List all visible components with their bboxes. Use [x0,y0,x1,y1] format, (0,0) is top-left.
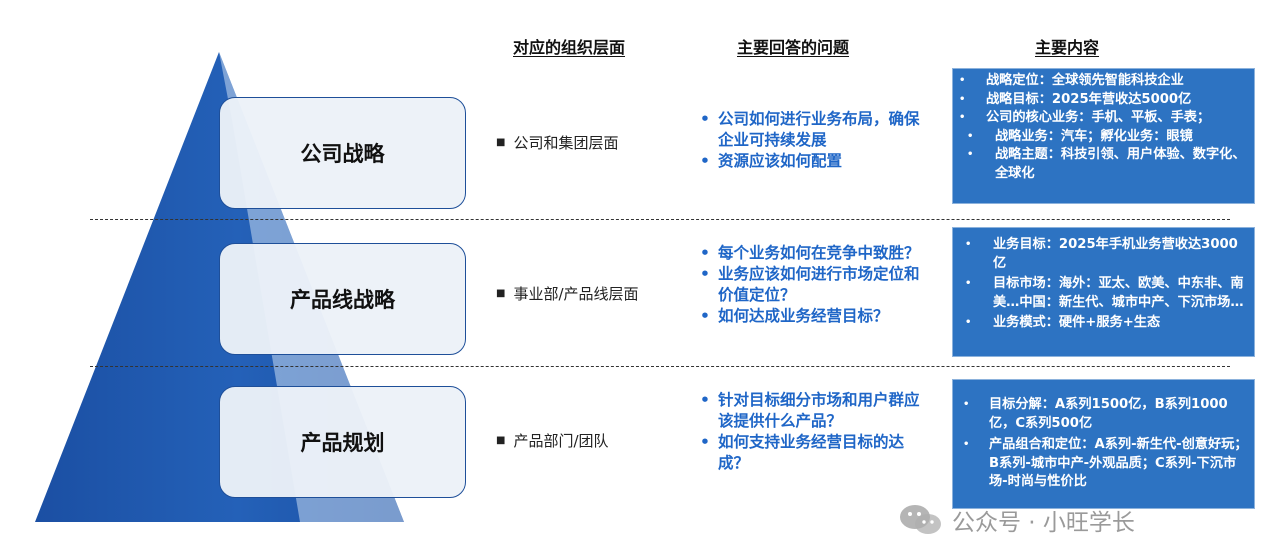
questions-product-line: 每个业务如何在竞争中致胜？ 业务应该如何进行市场定位和价值定位？ 如何达成业务经… [700,243,930,327]
level-company-strategy: 公司战略 [219,97,466,209]
content-item: 战略目标：2025年营收达5000亿 [986,91,1192,107]
contents-product-planning: •目标分解：A系列1500亿，B系列1000亿，C系列500亿 •产品组合和定位… [952,379,1255,509]
org-label: 公司和集团层面 [513,134,619,152]
question-item: 公司如何进行业务布局，确保企业可持续发展 [700,109,930,151]
content-item: 战略定位：全球领先智能科技企业 [986,73,1184,88]
level-label: 公司战略 [300,142,385,166]
content-item: 战略主题：科技引领、用户体验、数字化、全球化 [995,147,1246,181]
contents-company: •战略定位：全球领先智能科技企业 •战略目标：2025年营收达5000亿 •公司… [952,68,1255,204]
content-item: 战略业务：汽车；孵化业务：眼镜 [995,128,1193,144]
wechat-icon [900,505,941,534]
content-item: 产品组合和定位：A系列-新生代-创意好玩；B系列-城市中产-外观品质；C系列-下… [989,437,1248,489]
watermark: 公众号 · 小旺学长 [898,502,1135,538]
org-product-line: ■ 事业部/产品线层面 [496,283,639,304]
divider-1 [90,219,1230,220]
header-main-contents: 主要内容 [1035,38,1100,57]
watermark-text: 公众号 · 小旺学长 [952,510,1135,536]
question-item: 如何支持业务经营目标的达成？ [700,432,930,474]
content-item: 公司的核心业务：手机、平板、手表； [986,110,1211,125]
org-company: ■ 公司和集团层面 [496,132,618,153]
level-label: 产品线战略 [290,288,395,312]
bullet-icon: ■ [496,434,506,446]
contents-product-line: •业务目标：2025年手机业务营收达3000亿 •目标市场：海外：亚太、欧美、中… [952,227,1255,357]
content-item: 目标分解：A系列1500亿，B系列1000亿，C系列500亿 [989,397,1228,431]
org-label: 产品部门/团队 [513,432,609,450]
bullet-icon: ■ [496,136,506,148]
header-main-questions: 主要回答的问题 [737,38,850,57]
org-product-dept: ■ 产品部门/团队 [496,430,609,451]
content-item: 业务目标：2025年手机业务营收达3000亿 [993,237,1238,271]
question-item: 针对目标细分市场和用户群应该提供什么产品？ [700,390,930,432]
questions-company: 公司如何进行业务布局，确保企业可持续发展 资源应该如何配置 [700,109,930,172]
header-org-level: 对应的组织层面 [513,38,626,57]
content-item: 业务模式：硬件+服务+生态 [993,315,1161,330]
level-product-line-strategy: 产品线战略 [219,243,466,355]
question-item: 业务应该如何进行市场定位和价值定位？ [700,264,930,306]
questions-product-planning: 针对目标细分市场和用户群应该提供什么产品？ 如何支持业务经营目标的达成？ [700,390,930,474]
bullet-icon: ■ [496,287,506,299]
question-item: 资源应该如何配置 [700,151,930,172]
org-label: 事业部/产品线层面 [513,285,639,303]
question-item: 每个业务如何在竞争中致胜？ [700,243,930,264]
level-label: 产品规划 [300,431,385,455]
divider-2 [90,366,1230,367]
content-item: 目标市场：海外：亚太、欧美、中东非、南美…中国：新生代、城市中产、下沉市场… [993,276,1244,310]
level-product-planning: 产品规划 [219,386,466,498]
question-item: 如何达成业务经营目标？ [700,306,930,327]
